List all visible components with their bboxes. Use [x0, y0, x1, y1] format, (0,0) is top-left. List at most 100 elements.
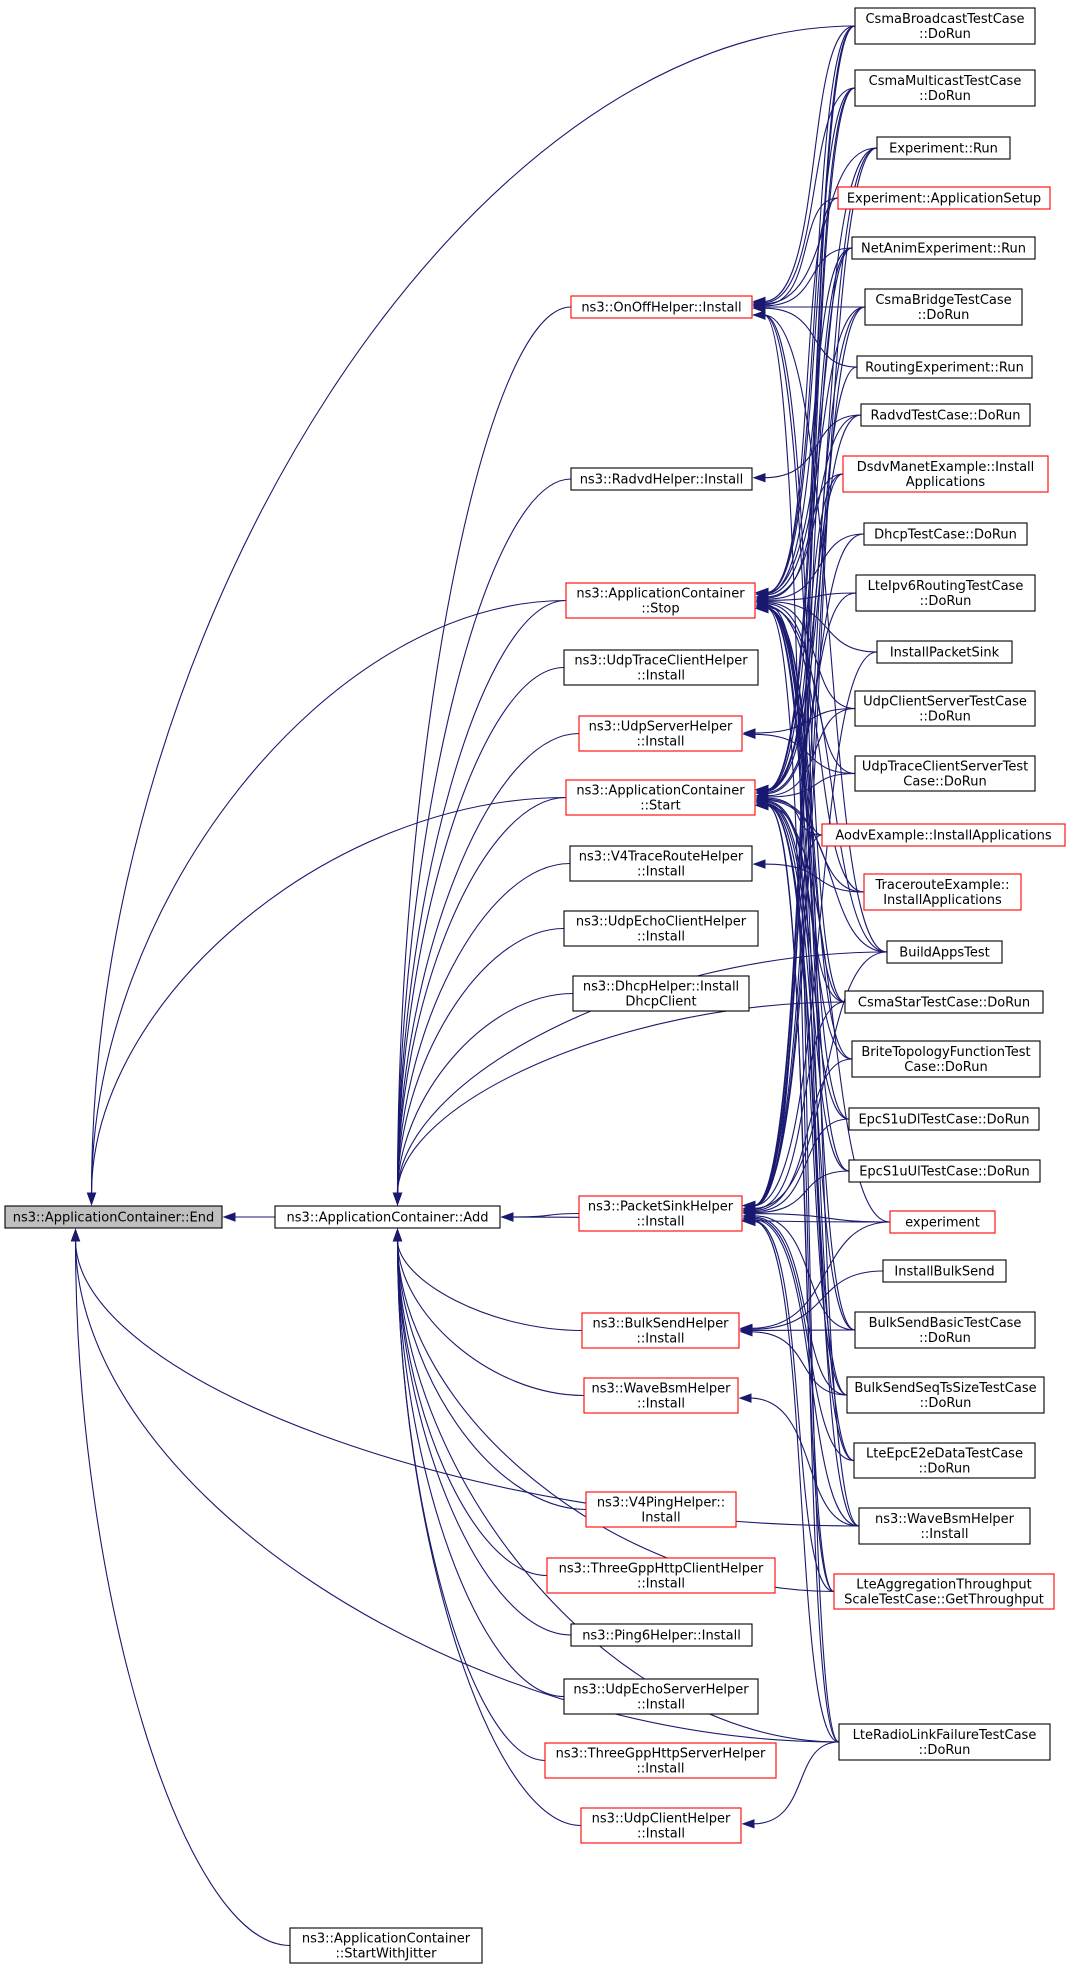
node-label: InstallBulkSend: [894, 1265, 994, 1280]
node-label: UdpClientServerTestCase: [863, 695, 1027, 710]
node-label: RoutingExperiment::Run: [865, 361, 1024, 376]
node-label: ns3::UdpServerHelper: [589, 720, 733, 735]
node-wavebsm1[interactable]: ns3::WaveBsmHelper::Install: [583, 1377, 739, 1414]
node-label: TracerouteExample::: [875, 878, 1010, 893]
edge-line: [753, 25, 856, 1207]
node-add[interactable]: ns3::ApplicationContainer::Add: [274, 1205, 501, 1229]
node-startjitter[interactable]: ns3::ApplicationContainer::StartWithJitt…: [289, 1927, 483, 1964]
node-radvdh[interactable]: ns3::RadvdHelper::Install: [570, 467, 753, 491]
node-bulksendbasic[interactable]: BulkSendBasicTestCase::DoRun: [854, 1311, 1036, 1349]
arrowhead: [222, 1212, 236, 1222]
node-bulksendseq[interactable]: BulkSendSeqTsSizeTestCase::DoRun: [846, 1376, 1045, 1414]
node-udpserver[interactable]: ns3::UdpServerHelper::Install: [578, 715, 743, 752]
node-stop[interactable]: ns3::ApplicationContainer::Stop: [565, 582, 756, 619]
node-lteagg[interactable]: LteAggregationThroughputScaleTestCase::G…: [833, 1573, 1055, 1610]
node-box: [565, 779, 756, 816]
node-installbulksend[interactable]: InstallBulkSend: [882, 1259, 1007, 1283]
node-exprun[interactable]: Experiment::Run: [876, 136, 1011, 160]
edge-line: [396, 1239, 548, 1577]
edge-line: [753, 1215, 856, 1331]
node-box: [853, 1442, 1036, 1479]
node-lteepce2e[interactable]: LteEpcE2eDataTestCase::DoRun: [853, 1442, 1036, 1479]
node-ping6[interactable]: ns3::Ping6Helper::Install: [570, 1623, 753, 1647]
node-box: [570, 467, 753, 491]
edge-bulksendh-to-add: [392, 1228, 583, 1332]
node-box: [578, 1195, 743, 1232]
node-udpechoclient[interactable]: ns3::UdpEchoClientHelper::Install: [563, 910, 759, 947]
node-dsdv[interactable]: DsdvManetExample::InstallApplications: [842, 455, 1049, 493]
edge-csmabroadcast-to-end: [86, 25, 856, 1206]
node-label: ns3::DhcpHelper::Install: [583, 980, 739, 995]
node-expappsetup[interactable]: Experiment::ApplicationSetup: [837, 186, 1051, 210]
node-packetsink[interactable]: ns3::PacketSinkHelper::Install: [578, 1195, 743, 1232]
edge-bulksendseq-to-bulksendh: [739, 1327, 848, 1396]
node-label: ::Stop: [641, 602, 679, 617]
node-box: [570, 295, 753, 319]
edge-udptraceclientserver-to-udpserver: [742, 729, 856, 775]
node-csmamulticast[interactable]: CsmaMulticastTestCase::DoRun: [854, 69, 1036, 107]
node-buildapps[interactable]: BuildAppsTest: [886, 940, 1003, 964]
node-end[interactable]: ns3::ApplicationContainer::End: [4, 1205, 223, 1229]
node-udpclient[interactable]: ns3::UdpClientHelper::Install: [580, 1807, 742, 1844]
arrowhead: [755, 800, 769, 811]
edge-line: [766, 772, 856, 798]
edge-wavebsm2-to-end: [70, 1228, 860, 1527]
node-label: ::DoRun: [919, 1462, 971, 1477]
node-traceroute[interactable]: TracerouteExample::InstallApplications: [863, 873, 1022, 911]
node-http3server[interactable]: ns3::ThreeGppHttpServerHelper::Install: [544, 1742, 777, 1779]
node-csmabroadcast[interactable]: CsmaBroadcastTestCase::DoRun: [854, 7, 1036, 45]
node-udpclientserver[interactable]: UdpClientServerTestCase::DoRun: [854, 690, 1036, 727]
edge-line: [396, 1001, 846, 1195]
node-box: [851, 1040, 1041, 1078]
edge-line: [753, 1220, 835, 1593]
node-label: InstallApplications: [883, 893, 1002, 908]
node-http3client[interactable]: ns3::ThreeGppHttpClientHelper::Install: [546, 1557, 776, 1594]
edge-line: [90, 796, 567, 1195]
node-aodv[interactable]: AodvExample::InstallApplications: [821, 823, 1066, 847]
edge-line: [753, 834, 823, 1207]
node-box: [544, 1742, 777, 1779]
node-box: [837, 186, 1051, 210]
node-start[interactable]: ns3::ApplicationContainer::Start: [565, 779, 756, 816]
node-box: [563, 649, 759, 686]
node-lteradio[interactable]: LteRadioLinkFailureTestCase::DoRun: [838, 1723, 1051, 1761]
node-csmastar[interactable]: CsmaStarTestCase::DoRun: [844, 990, 1044, 1014]
node-label: ScaleTestCase::GetThroughput: [844, 1593, 1044, 1608]
node-bulksendh[interactable]: ns3::BulkSendHelper::Install: [581, 1312, 740, 1349]
edge-line: [766, 533, 865, 793]
node-box: [842, 455, 1049, 493]
node-experiment[interactable]: experiment: [889, 1210, 996, 1234]
node-box: [581, 1312, 740, 1349]
arrowhead: [752, 473, 766, 483]
node-v4ping[interactable]: ns3::V4PingHelper::Install: [585, 1491, 737, 1528]
node-udptrace[interactable]: ns3::UdpTraceClientHelper::Install: [563, 649, 759, 686]
node-label: LteIpv6RoutingTestCase: [868, 579, 1024, 594]
edge-line: [766, 607, 856, 1331]
node-label: ::Install: [637, 1577, 685, 1592]
node-v4trace[interactable]: ns3::V4TraceRouteHelper::Install: [569, 845, 753, 882]
edge-bulksendbasic-to-packetsink: [742, 1211, 856, 1331]
node-epcdl[interactable]: EpcS1uDlTestCase::DoRun: [848, 1107, 1040, 1131]
node-wavebsm2[interactable]: ns3::WaveBsmHelper::Install: [858, 1507, 1031, 1545]
node-netanim[interactable]: NetAnimExperiment::Run: [851, 236, 1036, 260]
node-box: [856, 355, 1033, 379]
node-box: [846, 1376, 1045, 1414]
node-udpechoserver[interactable]: ns3::UdpEchoServerHelper::Install: [563, 1678, 759, 1715]
node-lteipv6[interactable]: LteIpv6RoutingTestCase::DoRun: [855, 574, 1036, 612]
node-radvdtest[interactable]: RadvdTestCase::DoRun: [860, 403, 1031, 427]
node-installpacketsink[interactable]: InstallPacketSink: [876, 640, 1013, 664]
node-box: [569, 845, 753, 882]
node-dhcptest[interactable]: DhcpTestCase::DoRun: [863, 522, 1028, 546]
node-csmabridge[interactable]: CsmaBridgeTestCase::DoRun: [864, 288, 1023, 326]
node-routingexp[interactable]: RoutingExperiment::Run: [856, 355, 1033, 379]
edge-line: [766, 804, 856, 1331]
edge-line: [753, 733, 856, 775]
node-onoff[interactable]: ns3::OnOffHelper::Install: [570, 295, 753, 319]
node-epcul[interactable]: EpcS1uUlTestCase::DoRun: [848, 1159, 1041, 1183]
edge-line: [763, 307, 858, 368]
node-label: ::DoRun: [919, 27, 971, 42]
node-label: Case::DoRun: [904, 1060, 987, 1075]
